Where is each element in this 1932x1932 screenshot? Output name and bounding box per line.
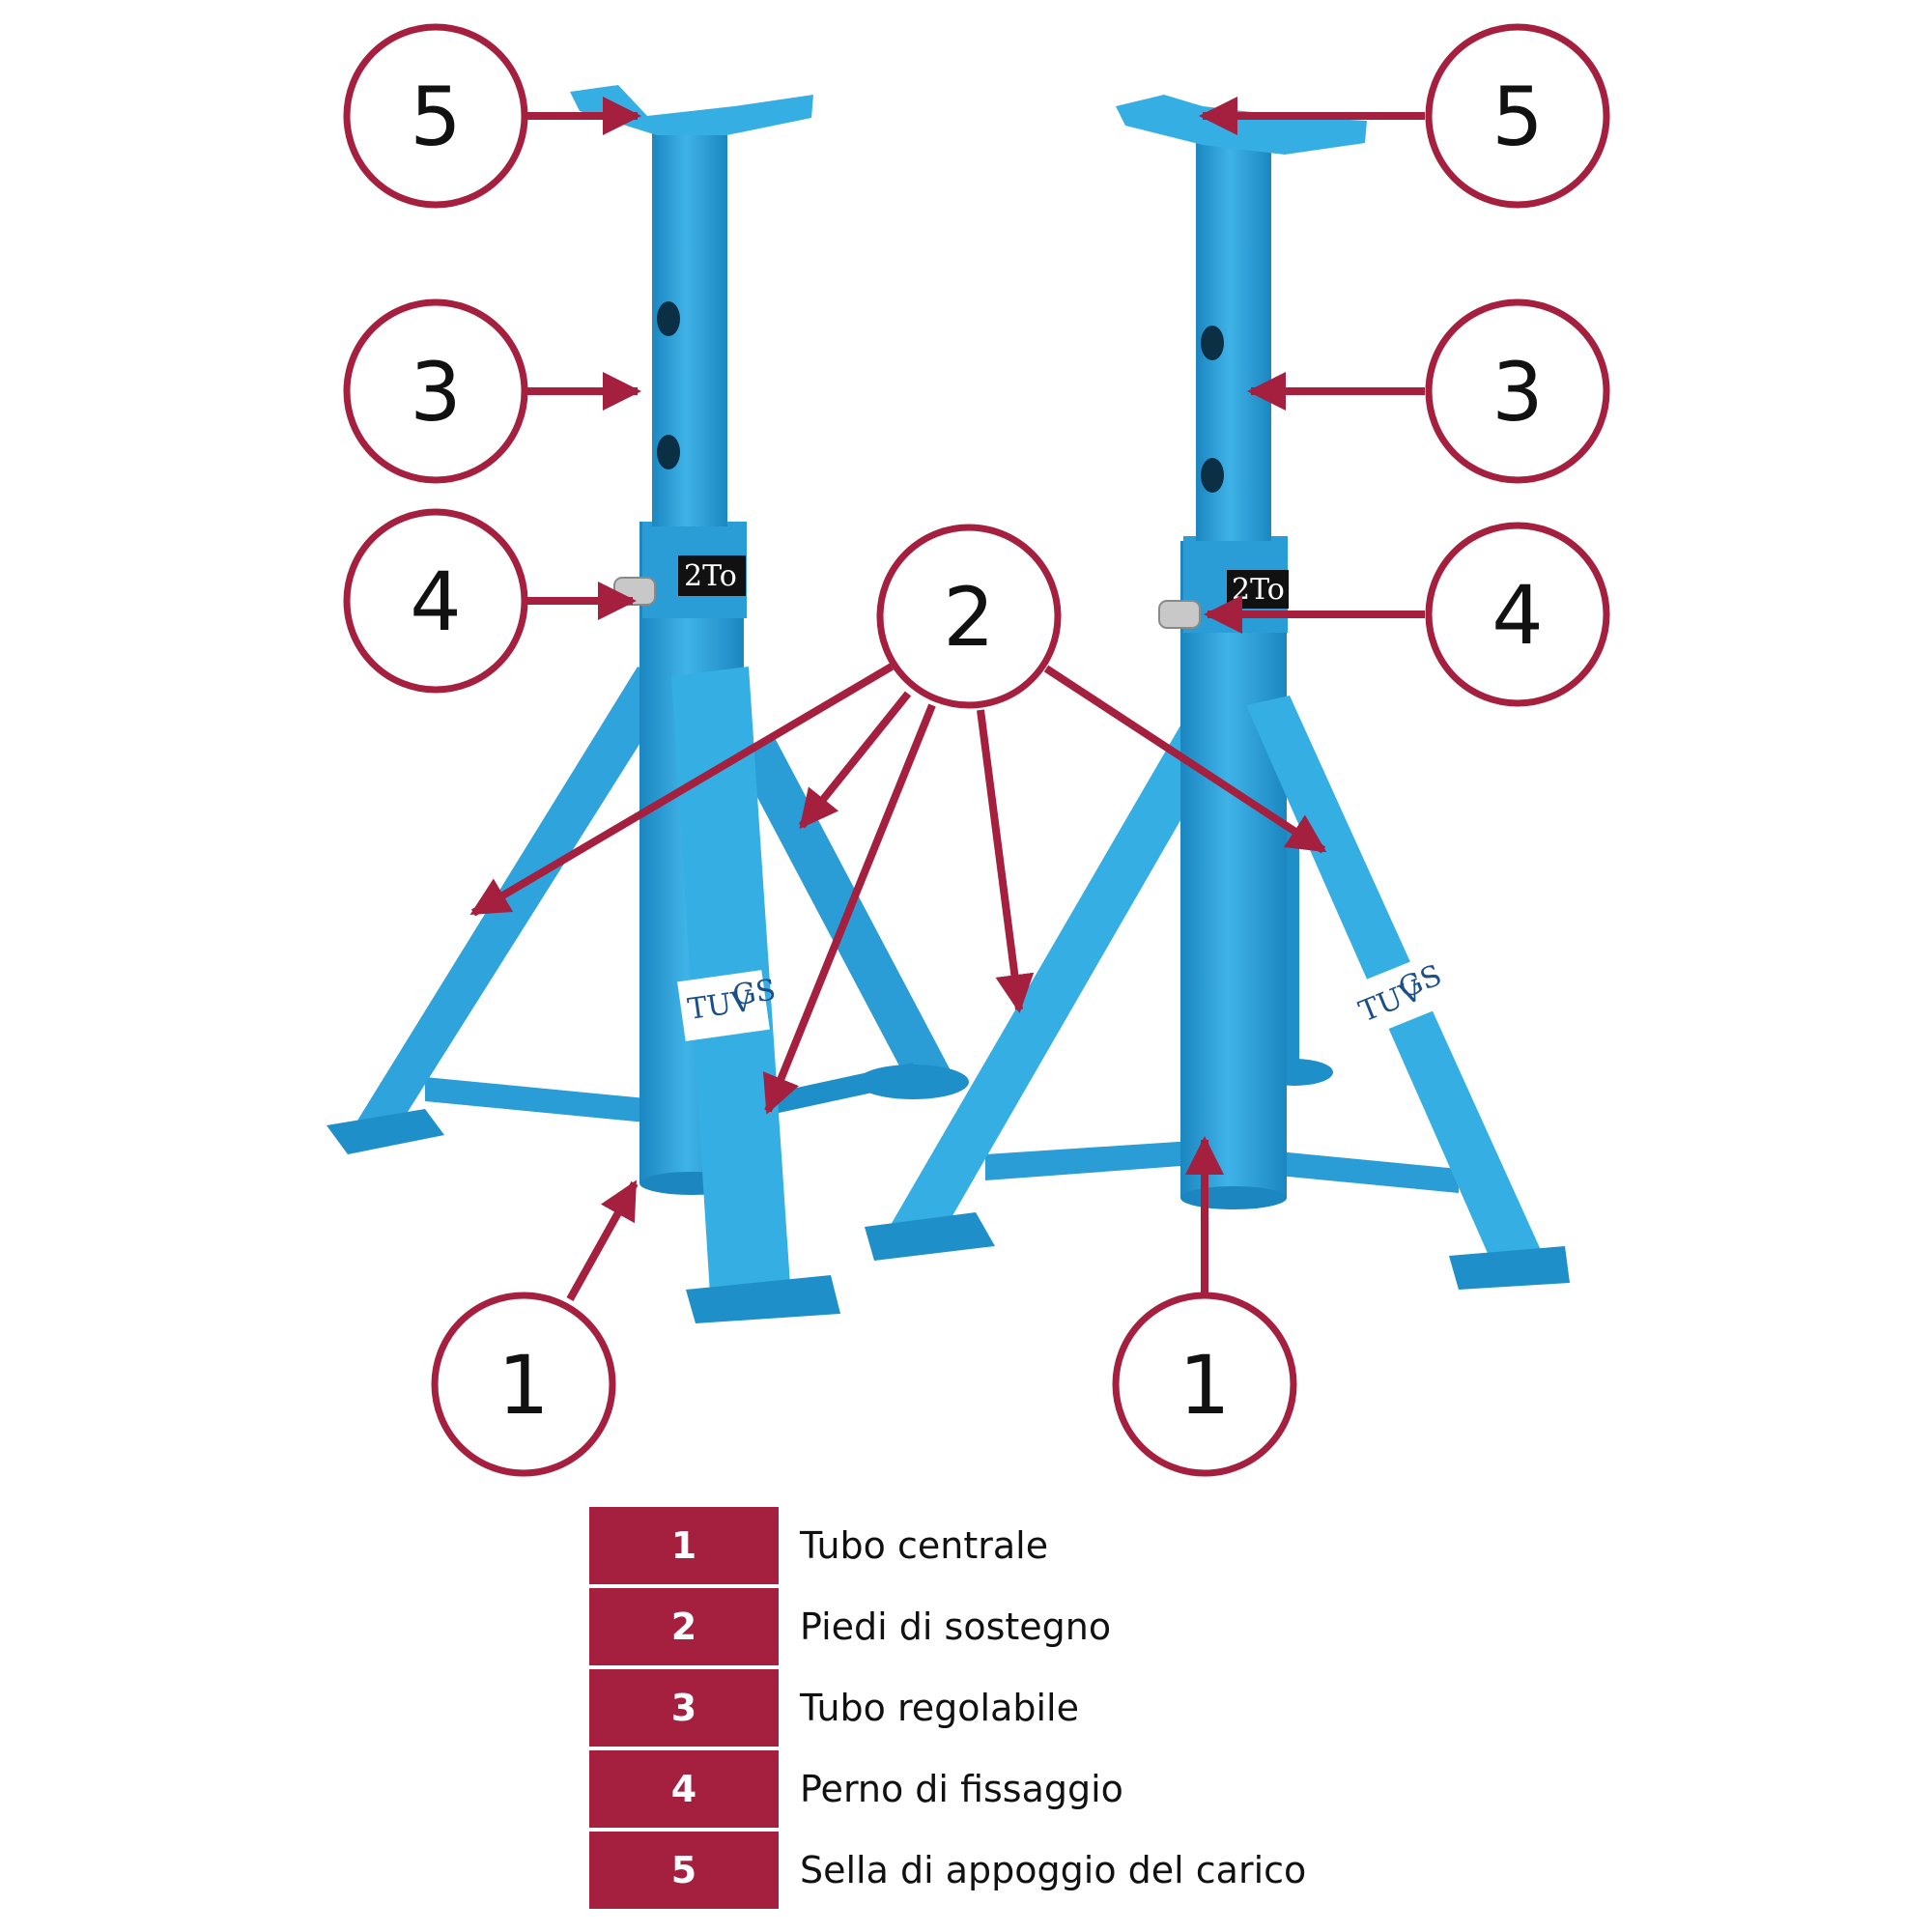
cert-label-2: GS [730, 974, 778, 1013]
callout-number: 1 [1179, 1338, 1230, 1433]
leg-front-left [357, 667, 676, 1130]
arrow-2-b [798, 691, 912, 830]
saddle-left [570, 85, 813, 135]
legend-row: 2 Piedi di sostegno [589, 1588, 1459, 1665]
adjust-hole [1201, 458, 1224, 493]
callout-circle-3-right [1425, 298, 1610, 484]
leg-back-left [734, 734, 952, 1092]
callout-circle-4-left [343, 508, 528, 694]
legend-number: 4 [589, 1750, 779, 1828]
arrow-2-c [762, 703, 936, 1115]
legend-number: 2 [589, 1588, 779, 1665]
legend-number: 1 [589, 1507, 779, 1584]
foot-pad [865, 1212, 995, 1261]
cert-sticker [677, 970, 770, 1041]
callout-number: 2 [943, 570, 994, 665]
capacity-text: 2To [684, 559, 737, 593]
arrow-2-a [469, 663, 895, 917]
foot-pad [327, 1109, 444, 1154]
legend-label: Tubo centrale [800, 1524, 1049, 1567]
callout-circle-1-left [431, 1292, 616, 1477]
callout-number: 4 [410, 554, 461, 649]
legend-number: 5 [589, 1832, 779, 1909]
callout-circle-5-left [343, 23, 528, 209]
adjust-hole [657, 435, 680, 469]
legend-number: 3 [589, 1669, 779, 1747]
central-tube-bottom [1180, 1186, 1287, 1209]
callout-number: 5 [410, 70, 461, 164]
legend-row: 3 Tubo regolabile [589, 1669, 1459, 1747]
callout-circle-5-right [1425, 23, 1610, 209]
callout-circles: 5 3 4 1 2 5 3 4 1 [343, 23, 1610, 1477]
central-tube-right [1180, 541, 1287, 1198]
capacity-text: 2To [1232, 573, 1285, 607]
leg-front-right-a [884, 696, 1241, 1251]
pin-right [1158, 600, 1201, 629]
callout-circle-1-right [1112, 1292, 1297, 1477]
arrow-2-d [977, 709, 1035, 1013]
legend-label: Perno di fissaggio [800, 1768, 1123, 1810]
legend-row: 5 Sella di appoggio del carico [589, 1832, 1459, 1909]
arrow-1-left [566, 1179, 639, 1301]
base-bar [425, 1077, 676, 1125]
jack-stand-left: TUV GS 2To [327, 85, 969, 1323]
callout-arrows [469, 97, 1425, 1301]
callout-number: 4 [1492, 568, 1543, 663]
legend-row: 4 Perno di fissaggio [589, 1750, 1459, 1828]
callout-circle-3-left [343, 298, 528, 484]
callout-number: 1 [497, 1338, 549, 1433]
cert-sticker [1345, 957, 1441, 1038]
legend: 1 Tubo centrale 2 Piedi di sostegno 3 Tu… [589, 1507, 1459, 1913]
legend-row: 1 Tubo centrale [589, 1507, 1459, 1584]
callout-circle-4-right [1425, 522, 1610, 707]
legend-label: Piedi di sostegno [800, 1605, 1112, 1648]
foot-pad [1449, 1246, 1570, 1290]
saddle-right [1116, 95, 1367, 155]
callout-circle-2 [876, 524, 1062, 709]
callout-number: 3 [410, 345, 461, 440]
capacity-label [678, 555, 746, 596]
callout-number: 3 [1492, 345, 1543, 440]
adjust-hole [1201, 326, 1224, 360]
legend-label: Tubo regolabile [800, 1687, 1079, 1729]
arrow-2-e [1043, 665, 1327, 854]
adjust-hole [657, 301, 680, 336]
legend-label: Sella di appoggio del carico [800, 1849, 1307, 1891]
foot-pad [686, 1275, 840, 1323]
callout-number: 5 [1492, 70, 1543, 164]
base-bar [985, 1140, 1208, 1180]
